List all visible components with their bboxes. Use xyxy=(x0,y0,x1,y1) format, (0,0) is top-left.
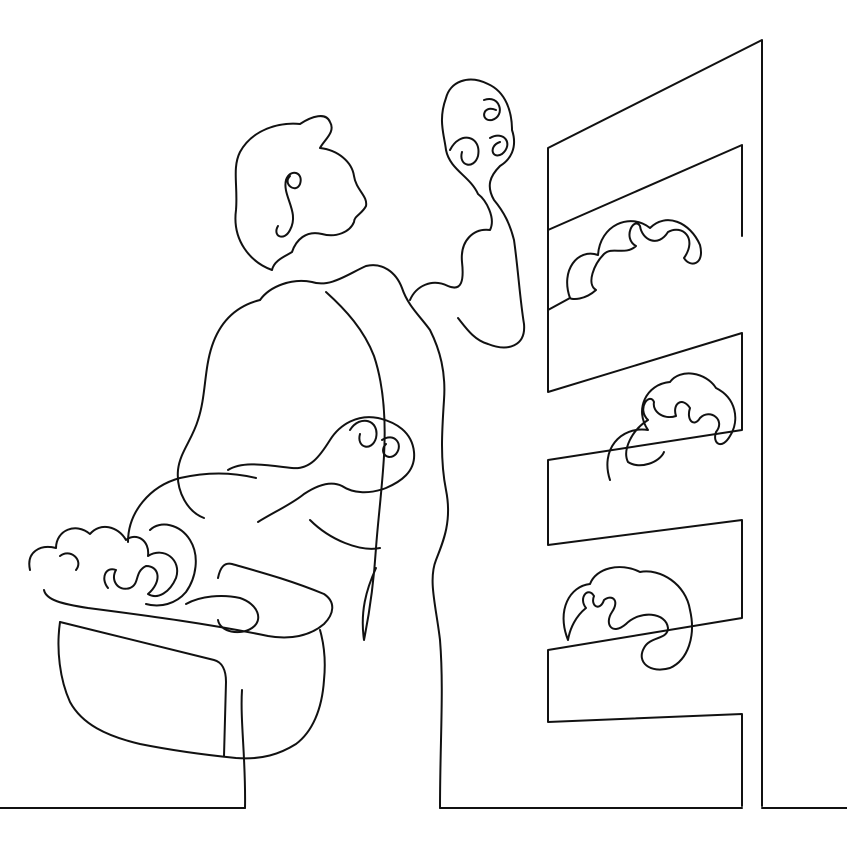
woman-inner-line xyxy=(325,291,386,641)
woman-back xyxy=(176,299,261,519)
shelf-board-1 xyxy=(547,229,571,311)
woman-raised-arm xyxy=(409,78,526,349)
basket-icon xyxy=(28,472,334,760)
woman-hair-curl xyxy=(275,171,302,238)
woman-figure-icon xyxy=(176,78,526,809)
held-bread-curls xyxy=(449,97,509,166)
woman-lower-arm xyxy=(227,416,416,523)
shelf-outer-frame xyxy=(547,39,763,807)
woman-hair xyxy=(234,115,368,271)
basket-front-edge xyxy=(59,621,227,757)
basket-bread-2 xyxy=(185,595,260,634)
shelf-board-2 xyxy=(547,299,743,807)
woman-torso xyxy=(259,264,450,809)
basket-bread xyxy=(28,523,197,607)
basket-rim xyxy=(43,562,334,639)
bread-shelf-icon xyxy=(547,39,763,807)
basket-body xyxy=(57,621,326,760)
bread-loaf-middle xyxy=(606,372,737,481)
hand-bread-curls xyxy=(349,419,400,458)
woman-lower-body xyxy=(240,519,381,809)
basket-handle xyxy=(127,472,257,543)
bread-loaf-bottom xyxy=(562,566,693,671)
bread-loaf-top xyxy=(566,219,702,300)
